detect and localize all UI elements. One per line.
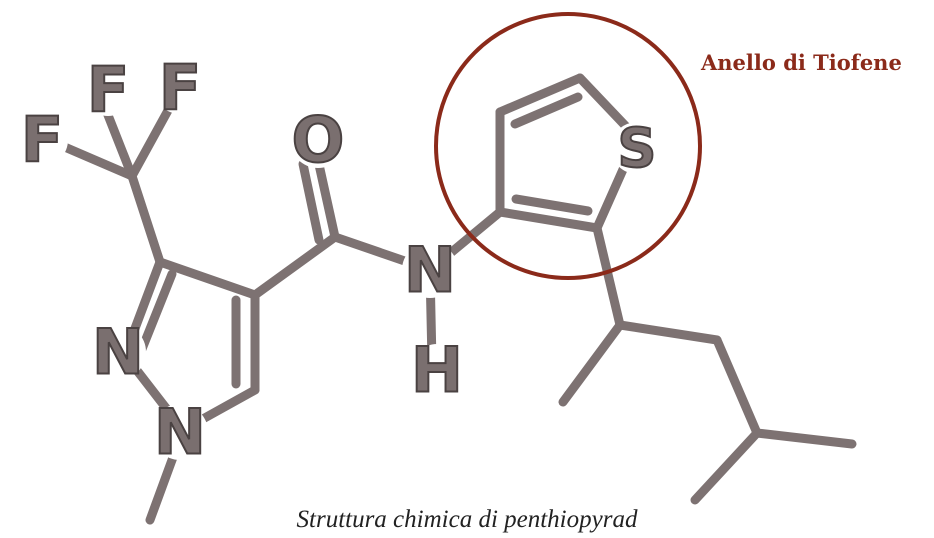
bond <box>127 171 165 267</box>
atom-fluorine: F <box>87 54 129 127</box>
bond <box>752 428 857 449</box>
atom-nitrogen-amide: N <box>404 234 456 307</box>
atom-fluorine: F <box>159 52 201 125</box>
bond <box>592 223 625 330</box>
atom-nitrogen-methyl: N <box>154 396 206 469</box>
bond <box>55 140 137 181</box>
thiophene-ring-label: Anello di Tiofene <box>701 50 902 75</box>
atom-hydrogen: H <box>411 334 463 407</box>
atom-nitrogen-pyrazole: N <box>92 316 144 389</box>
atom-fluorine: F <box>21 104 63 177</box>
bond <box>690 428 762 505</box>
bond <box>712 335 762 438</box>
bond <box>495 207 602 233</box>
bond <box>558 320 625 407</box>
bond <box>313 155 340 242</box>
thiophene-highlight-circle <box>434 12 702 280</box>
bond <box>511 194 593 216</box>
figure-caption: Struttura chimica di penthiopyrad <box>296 506 638 533</box>
bond <box>101 105 137 181</box>
bond <box>298 159 324 245</box>
atom-oxygen: O <box>292 104 345 177</box>
bond <box>250 232 340 300</box>
bond <box>137 269 177 354</box>
bond <box>127 100 176 181</box>
bond <box>510 92 583 129</box>
bond <box>495 73 585 117</box>
bond <box>155 257 260 300</box>
bond <box>615 320 722 345</box>
atom-sulfur: S <box>618 117 657 180</box>
